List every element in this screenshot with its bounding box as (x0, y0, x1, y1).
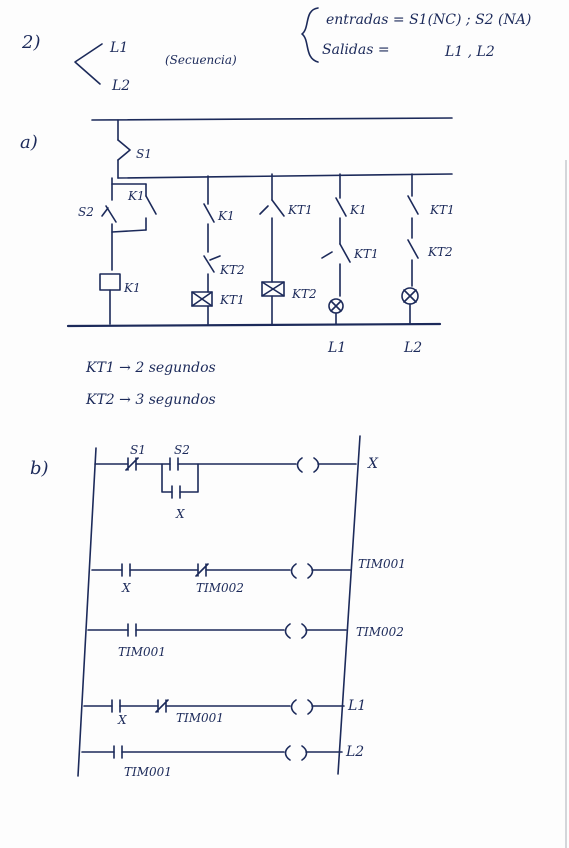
kt2-coil (261, 281, 285, 297)
kt1-col3-label: KT1 (287, 203, 313, 217)
rung1-contact-1-label: S1 (130, 443, 146, 457)
kt1-coil (191, 291, 213, 307)
left-ladder-rail (77, 447, 97, 777)
kt1-timed-nc-contact (321, 243, 351, 263)
x-no-contact-2 (111, 699, 121, 713)
top-power-rail (91, 117, 453, 121)
rung5-contact-1-label: TIM001 (124, 765, 172, 779)
curly-brace (301, 7, 319, 63)
rung1-contact-2-label: S2 (174, 443, 190, 457)
timer-note-kt2: KT2 → 3 segundos (85, 392, 216, 408)
inputs-line: entradas = S1(NC) ; S2 (NA) (326, 12, 531, 28)
rung1-output-label: X (367, 456, 379, 472)
coil-l2 (284, 745, 308, 761)
s1-label: S1 (136, 147, 152, 161)
kt2-contact-col5 (407, 239, 419, 259)
output-bottom-label: L2 (111, 78, 130, 94)
part-a-label: a) (20, 132, 38, 153)
rung4-contact-1-label: X (117, 713, 127, 727)
outputs-line: Salidas = (322, 42, 390, 58)
angle-bracket (74, 43, 103, 85)
bottom-power-rail (66, 322, 442, 328)
coil-tim001 (290, 563, 314, 579)
s2-no-contact (169, 457, 179, 471)
kt1-timed-contact (259, 199, 285, 217)
k1-seal-contact (145, 195, 157, 215)
k1-top-label: K1 (127, 189, 145, 203)
kt2-coil-label: KT2 (291, 287, 317, 301)
right-ladder-rail (337, 435, 361, 775)
ladder-rung-4: X TIM001 L1 (83, 698, 366, 727)
item-number: 2) (21, 32, 40, 53)
kt2-nc-contact (203, 255, 221, 273)
k1-col2-label: K1 (217, 209, 235, 223)
s2-switch (101, 205, 117, 223)
ladder-rung-2: X TIM002 TIM001 (91, 557, 406, 595)
lamp-l2-label: L2 (403, 340, 422, 356)
rung4-output-label: L1 (347, 698, 366, 714)
s1-switch (117, 139, 131, 161)
rung2-output-label: TIM001 (358, 557, 406, 571)
timer-note-kt1: KT1 → 2 segundos (85, 360, 216, 376)
kt2-col2-label: KT2 (219, 263, 245, 277)
kt1-contact-col5 (407, 195, 419, 215)
rung4-contact-2-label: TIM001 (176, 711, 224, 725)
kt1-col4-label: KT1 (353, 247, 379, 261)
rung3-output-label: TIM002 (356, 625, 404, 639)
k1-coil (99, 273, 121, 291)
rung2-contact-2-label: TIM002 (196, 581, 244, 595)
rung5-output-label: L2 (345, 744, 364, 760)
coil-l1 (290, 699, 314, 715)
x-parallel-branch (161, 463, 199, 493)
ladder-rung-1: S1 S2 X X (94, 443, 379, 521)
outputs-values: L1 , L2 (444, 44, 495, 60)
k1-coil-label: K1 (123, 281, 141, 295)
k1-contact-col2 (203, 203, 215, 223)
x-no-contact (121, 563, 131, 577)
x-seal-contact (171, 485, 181, 499)
ladder-rung-5: TIM001 L2 (81, 744, 364, 779)
k1-col4-label: K1 (349, 203, 367, 217)
ladder-rung-3: TIM001 TIM002 (87, 623, 404, 659)
part-b-label: b) (30, 458, 49, 479)
coil-x (296, 457, 320, 473)
kt1-coil-label: KT1 (219, 293, 245, 307)
k1-contact-col4 (335, 197, 347, 217)
rung3-contact-1-label: TIM001 (118, 645, 166, 659)
secondary-bus (117, 173, 453, 179)
s2-label: S2 (78, 205, 94, 219)
output-top-label: L1 (109, 40, 128, 56)
sequence-note: (Secuencia) (165, 53, 237, 67)
coil-tim002 (284, 623, 308, 639)
rung2-contact-1-label: X (121, 581, 131, 595)
kt1-col5-label: KT1 (429, 203, 455, 217)
rung1-branch-label: X (175, 507, 185, 521)
kt2-col5-label: KT2 (427, 245, 453, 259)
tim001-no-contact (127, 623, 137, 637)
tim001-no-contact-2 (113, 745, 123, 759)
lamp-l1-label: L1 (327, 340, 346, 356)
